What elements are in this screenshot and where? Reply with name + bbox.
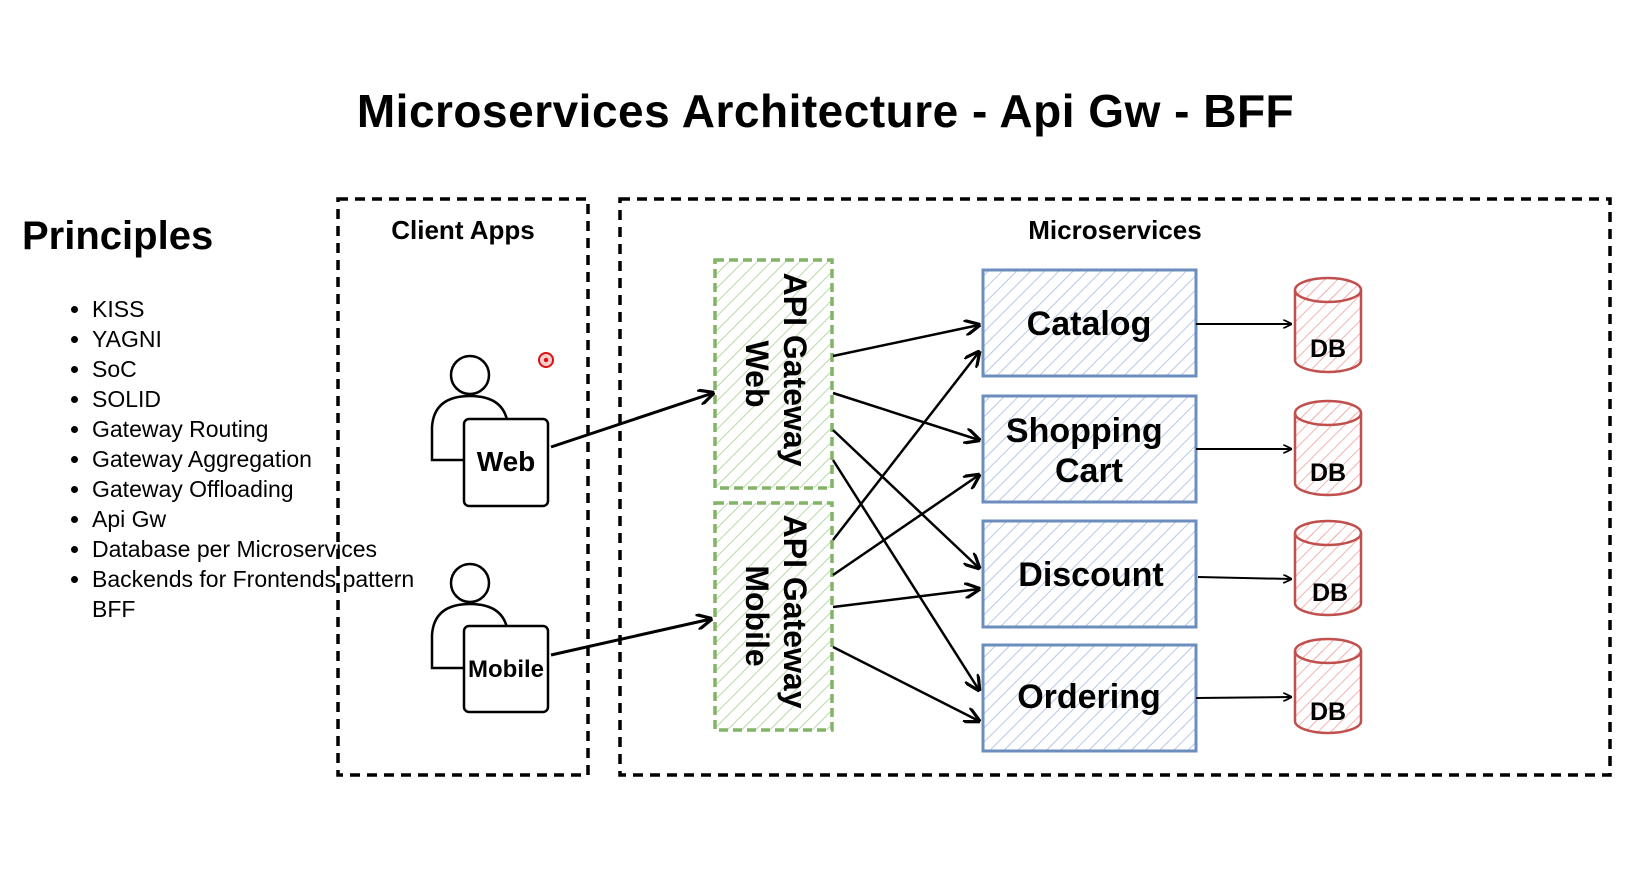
service-discount: Discount (981, 519, 1198, 629)
connector-gw-mobile-to-ordering (832, 645, 979, 721)
client-web: Web (430, 354, 550, 508)
db-discount: DB (1293, 519, 1363, 617)
gateway-web: API Gateway Web (713, 258, 834, 490)
db-catalog-label: DB (1310, 335, 1346, 363)
svg-text:API Gateway Mobile: API Gateway Mobile (739, 515, 813, 718)
svg-text:Shopping Cart: Shopping Cart (1006, 412, 1172, 490)
principle-item: Gateway Offloading (92, 474, 422, 504)
connector-web-to-gateway (550, 393, 713, 449)
db-shopping-cart-label: DB (1310, 459, 1346, 487)
client-apps-label: Client Apps (391, 215, 534, 245)
principle-item: SOLID (92, 384, 422, 414)
connector-gw-mobile-to-catalog (832, 352, 979, 541)
connector-discount-to-db (1197, 577, 1291, 579)
gateway-mobile-line1: API Gateway (777, 515, 813, 709)
svg-text:API Gateway Web: API Gateway Web (739, 273, 813, 476)
db-ordering: DB (1293, 637, 1363, 735)
principle-item: Gateway Aggregation (92, 444, 422, 474)
principles-heading: Principles (22, 214, 214, 258)
principle-item: Gateway Routing (92, 414, 422, 444)
service-ordering-label: Ordering (1017, 678, 1161, 716)
principle-item: Database per Microservices (92, 534, 422, 564)
principle-item: Api Gw (92, 504, 422, 534)
service-shopping-cart-line1: Shopping (1006, 412, 1163, 450)
principles-list: KISS YAGNI SoC SOLID Gateway Routing Gat… (62, 294, 422, 624)
service-ordering: Ordering (981, 643, 1198, 753)
principle-item: KISS (92, 294, 422, 324)
gateway-service-connectors (831, 325, 979, 721)
connector-gw-web-to-discount (832, 429, 979, 568)
db-catalog: DB (1293, 276, 1363, 374)
principle-item: SoC (92, 354, 422, 384)
connector-gw-mobile-to-discount (832, 589, 979, 609)
microservices-label: Microservices (1028, 215, 1201, 245)
db-discount-label: DB (1312, 579, 1348, 607)
gateway-mobile: API Gateway Mobile (713, 501, 834, 732)
microservices-container: Microservices (618, 197, 1612, 777)
connector-mobile-to-gateway (550, 619, 711, 657)
mobile-client-box (462, 624, 550, 714)
client-gateway-connectors (550, 393, 713, 657)
service-shopping-cart-line2: Cart (1055, 452, 1123, 490)
connector-ordering-to-db (1195, 697, 1291, 698)
principle-item: YAGNI (92, 324, 422, 354)
connector-gw-web-to-catalog (832, 325, 979, 358)
client-mobile: Mobile (430, 562, 550, 714)
client-apps-container: Client Apps (336, 197, 590, 777)
diagram-title: Microservices Architecture - Api Gw - BF… (356, 85, 1295, 137)
service-catalog-label: Catalog (1027, 305, 1152, 343)
gateway-web-line2: Web (739, 341, 775, 408)
web-client-label: Web (477, 446, 536, 477)
connector-gw-web-to-shopping-cart (832, 391, 979, 440)
connector-gw-mobile-to-shopping-cart (832, 475, 979, 577)
gateway-mobile-line2: Mobile (739, 565, 775, 666)
service-catalog: Catalog (981, 268, 1198, 378)
db-ordering-label: DB (1310, 698, 1346, 726)
connector-gw-web-to-ordering (831, 459, 979, 690)
mobile-client-label: Mobile (468, 656, 544, 683)
service-shopping-cart: Shopping Cart (981, 394, 1198, 504)
principle-item: Backends for Frontends pattern BFF (92, 564, 422, 624)
service-db-connectors (1195, 324, 1291, 698)
gateway-web-line1: API Gateway (777, 273, 813, 467)
service-discount-label: Discount (1018, 556, 1163, 594)
pointer-cursor (538, 352, 554, 368)
web-client-box (462, 417, 550, 508)
db-shopping-cart: DB (1293, 399, 1363, 497)
